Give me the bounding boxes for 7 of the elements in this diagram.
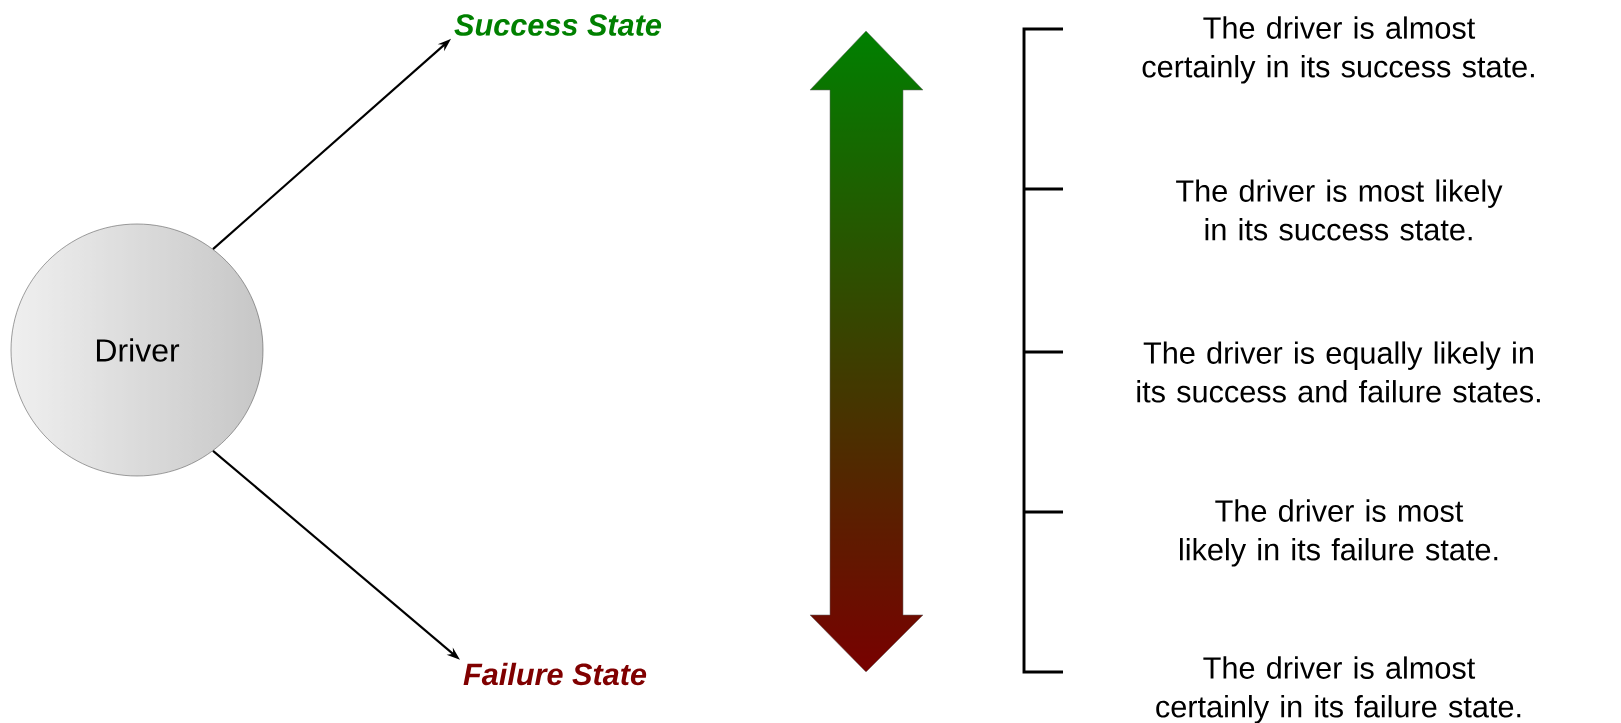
scale-text: The driver is equally likely in its success and failure states. xyxy=(1137,341,1540,403)
state-label: Failure State xyxy=(463,662,647,686)
scale-text: The driver is most likely in its failure state. xyxy=(1180,499,1498,567)
scale-text: The driver is almost certainly in its failure state. xyxy=(1156,656,1521,723)
scale-text: The driver is most likely in its success state. xyxy=(1176,179,1503,241)
scale-text: The driver is almost certainly in its success state. xyxy=(1142,16,1534,84)
state-label: Success State xyxy=(454,14,662,36)
